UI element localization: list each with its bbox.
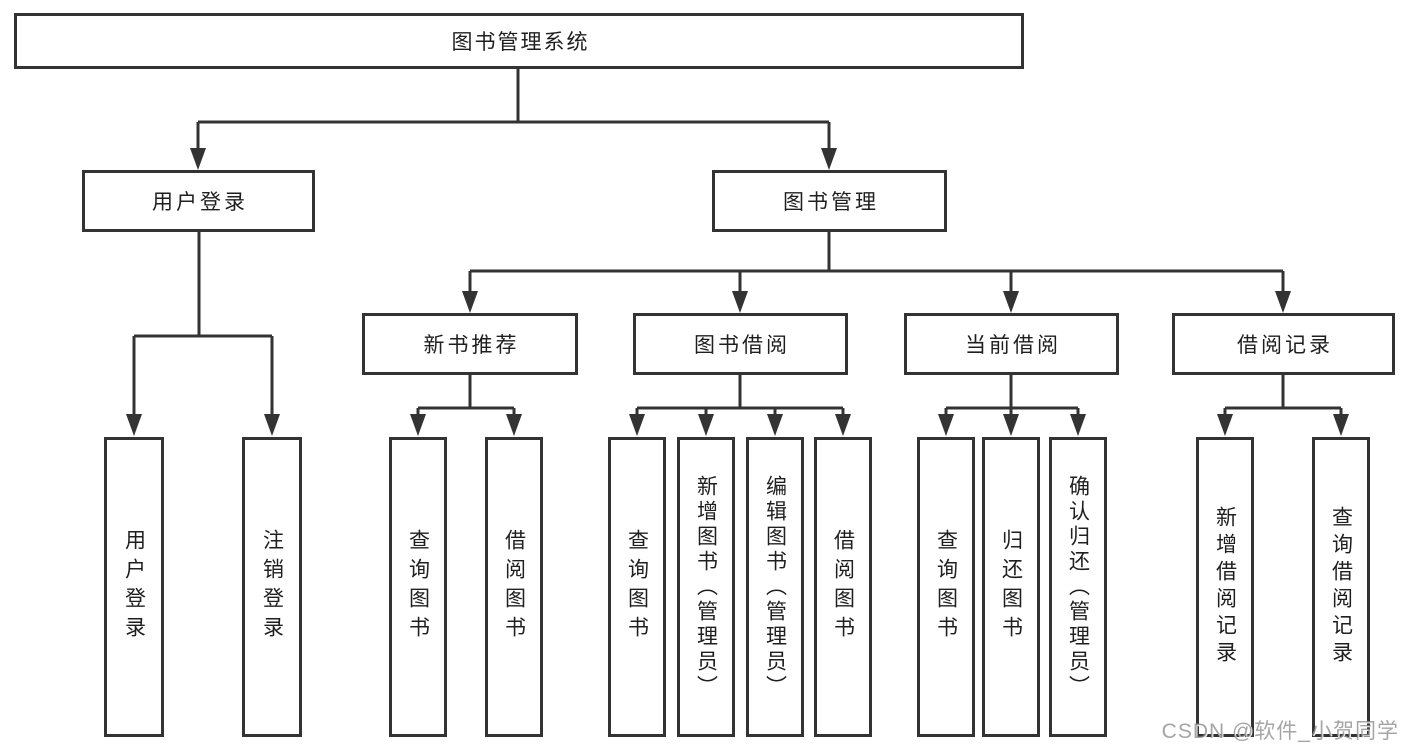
connector-new-book-recommend-to-leaves	[416, 375, 516, 416]
node-root: 图书管理系统	[14, 13, 1024, 69]
leaf-bb-borrow-book: 借阅图书	[814, 437, 872, 737]
node-borrowing-records: 借阅记录	[1172, 313, 1395, 375]
csdn-watermark: CSDN @软件_小贺同学	[1161, 720, 1399, 743]
leaf-cb-return-book: 归还图书	[982, 437, 1040, 737]
arrowheads	[126, 148, 1349, 436]
connector-borrowing-records-to-leaves	[1223, 375, 1343, 416]
leaf-bb-query-book: 查询图书	[608, 437, 666, 737]
node-book-management: 图书管理	[712, 170, 947, 232]
leaf-bb-edit-book-admin: 编辑图书（管理员）	[746, 437, 804, 737]
connector-book-management-to-level3	[468, 232, 1285, 293]
leaf-user-login: 用户登录	[104, 437, 164, 737]
node-new-book-recommend: 新书推荐	[362, 313, 578, 375]
leaf-br-add-record: 新增借阅记录	[1196, 437, 1254, 737]
leaf-logout: 注销登录	[242, 437, 302, 737]
connector-root-to-level2	[196, 69, 831, 152]
leaf-br-query-record: 查询借阅记录	[1312, 437, 1370, 737]
connector-user-login-to-leaves	[132, 232, 274, 416]
node-book-borrowing: 图书借阅	[633, 313, 848, 375]
leaf-cb-query-book: 查询图书	[917, 437, 975, 737]
leaf-cb-confirm-return-admin: 确认归还（管理员）	[1049, 437, 1107, 737]
leaf-nbr-borrow-book: 借阅图书	[485, 437, 543, 737]
node-current-borrowing: 当前借阅	[904, 313, 1119, 375]
node-user-login: 用户登录	[82, 170, 315, 232]
connector-book-borrowing-to-leaves	[635, 375, 845, 416]
connector-current-borrowing-to-leaves	[944, 375, 1080, 416]
leaf-nbr-query-book: 查询图书	[389, 437, 447, 737]
leaf-bb-add-book-admin: 新增图书（管理员）	[677, 437, 735, 737]
